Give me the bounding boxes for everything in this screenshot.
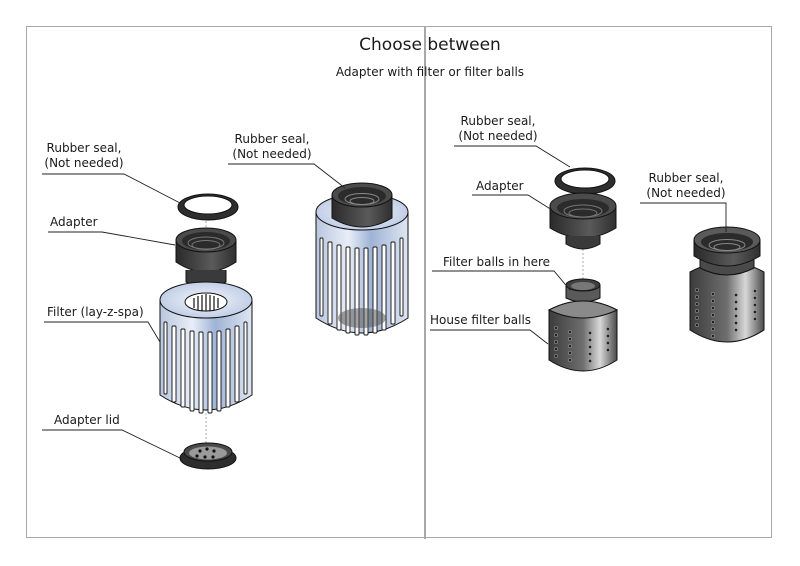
adapter-lid-part (179, 442, 237, 470)
sheet-subtitle: Adapter with filter or filter balls (335, 65, 525, 79)
label-filter-balls-in-here: Filter balls in here (443, 255, 551, 269)
leader-house-filter-balls (430, 329, 549, 345)
label-filter: Filter (lay-z-spa) (47, 305, 144, 319)
adapter-part (175, 227, 237, 288)
label-rubber-seal-assembled-left: Rubber seal, (Not needed) (230, 132, 314, 162)
label-line: Rubber seal, (46, 141, 122, 155)
left-assembled-assembly (228, 163, 409, 336)
label-line: Rubber seal, (648, 171, 724, 185)
sheet-title: Choose between (359, 35, 501, 55)
leader-rubber-seal-right (454, 145, 571, 168)
label-line: (Not needed) (44, 156, 124, 170)
label-line: (Not needed) (232, 147, 312, 161)
label-rubber-seal-left: Rubber seal, (Not needed) (44, 141, 124, 171)
leader-rubber-seal-assembled-left (228, 163, 346, 189)
leader-adapter-lid (42, 429, 183, 460)
left-exploded-assembly (42, 173, 253, 470)
leader-rubber-seal (42, 173, 181, 204)
label-line: (Not needed) (646, 186, 726, 200)
leader-adapter (48, 231, 176, 246)
leader-rubber-seal-assembled-right (640, 202, 727, 232)
rubber-seal-part (177, 193, 239, 221)
right-assembled-assembly (640, 202, 765, 343)
label-rubber-seal-assembled-right: Rubber seal, (Not needed) (644, 171, 728, 201)
label-adapter-right: Adapter (476, 179, 524, 193)
label-adapter-left: Adapter (50, 215, 98, 229)
label-rubber-seal-right: Rubber seal, (Not needed) (456, 114, 540, 144)
filter-lay-z-spa-part (159, 281, 253, 414)
house-filter-balls-part (547, 278, 619, 372)
label-line: Rubber seal, (234, 132, 310, 146)
right-exploded-assembly (430, 145, 619, 372)
adapter-part-right (549, 192, 617, 250)
rubber-seal-part-right (554, 167, 616, 195)
label-house-filter-balls: House filter balls (430, 313, 532, 327)
leader-filter-balls-in-here (432, 270, 571, 291)
label-line: Rubber seal, (460, 114, 536, 128)
panel-divider (424, 26, 426, 539)
leader-adapter-right (472, 194, 553, 211)
label-line: (Not needed) (458, 129, 538, 143)
sheet-border (26, 26, 772, 538)
leader-filter (44, 321, 161, 343)
label-adapter-lid: Adapter lid (54, 413, 120, 427)
